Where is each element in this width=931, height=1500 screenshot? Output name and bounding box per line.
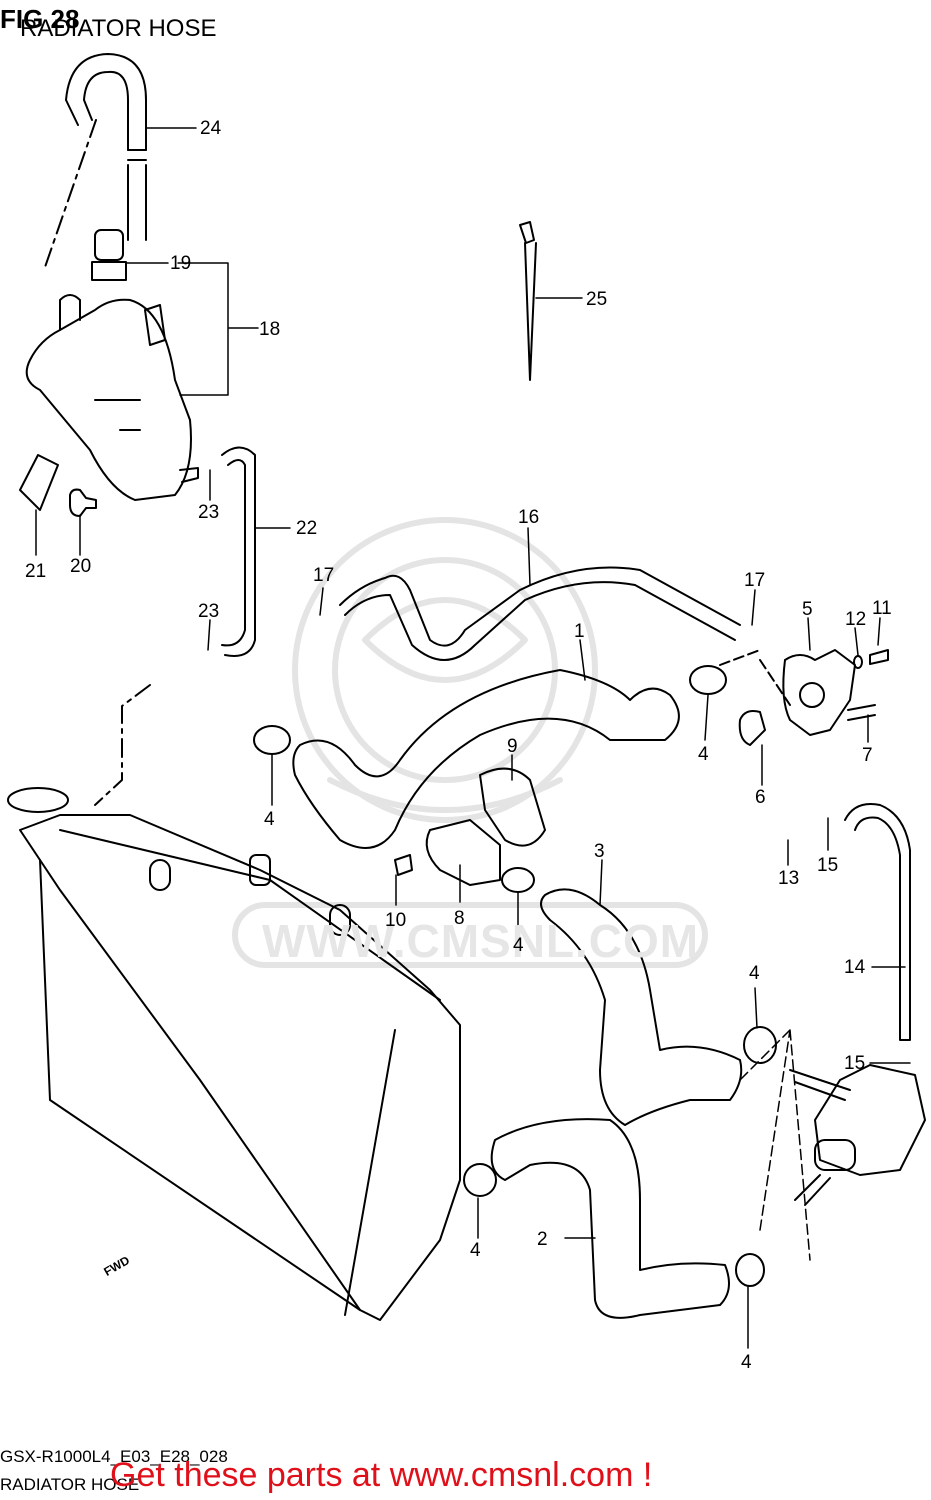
radiator [7,787,461,1321]
callout-7: 7 [862,745,873,766]
footer-title: RADIATOR HOSE [0,1475,140,1494]
breather-hose-24 [43,53,147,271]
callout-4-hose2-left: 4 [470,1240,481,1261]
callout-23-top: 23 [198,502,220,523]
hose-2 [490,1118,730,1319]
parts-21-20 [19,454,97,517]
hose-1 [292,669,680,849]
watermark-logo [232,517,708,968]
callout-4-hose3: 4 [749,963,760,984]
water-pump [789,1064,926,1206]
callout-13: 13 [778,868,800,889]
hose-16 [339,566,741,661]
callout-6: 6 [755,787,766,808]
callout-22: 22 [296,518,318,539]
callout-4-hose2-right: 4 [741,1352,752,1373]
promo-link[interactable]: Get these parts at www.cmsnl.com ! [110,1456,653,1494]
callout-3: 3 [594,841,605,862]
callout-17-right: 17 [744,570,766,591]
watermark-url: WWW.CMSNL.COM [262,915,700,967]
leader-lines [35,127,911,1349]
callout-4-left: 4 [264,809,275,830]
callout-12: 12 [845,609,867,630]
callout-9: 9 [507,736,518,757]
hose-14 [844,803,911,1041]
figure-title: RADIATOR HOSE [20,15,217,42]
callout-8: 8 [454,908,465,929]
callout-25: 25 [586,289,608,310]
hose-3 [540,888,743,1126]
figure-number: FIG 28 [0,4,80,34]
fitting-8-gasket-9 [394,767,546,886]
callout-18: 18 [259,319,281,340]
thermostat-parts [719,649,889,746]
callout-4-thermostat: 4 [698,744,709,765]
callout-4-fitting: 4 [513,935,524,956]
callout-16: 16 [518,507,540,528]
callout-21: 21 [25,561,47,582]
callout-10: 10 [385,910,407,931]
callout-1: 1 [574,621,585,642]
callout-5: 5 [802,599,813,620]
callout-17-left: 17 [313,565,335,586]
callout-23-bottom: 23 [198,601,220,622]
callout-19: 19 [170,253,192,274]
callout-2: 2 [537,1229,548,1250]
callout-14: 14 [844,957,866,978]
callout-15-top: 15 [817,855,839,876]
hose-22 [94,446,256,806]
model-code: GSX-R1000L4_E03_E28_028 [0,1447,228,1466]
callout-15-bottom: 15 [844,1053,866,1074]
reservoir-tank-18 [25,229,199,501]
cable-tie-25 [519,221,537,381]
callout-11: 11 [872,598,892,619]
callout-20: 20 [70,556,92,577]
callout-24: 24 [200,118,222,139]
